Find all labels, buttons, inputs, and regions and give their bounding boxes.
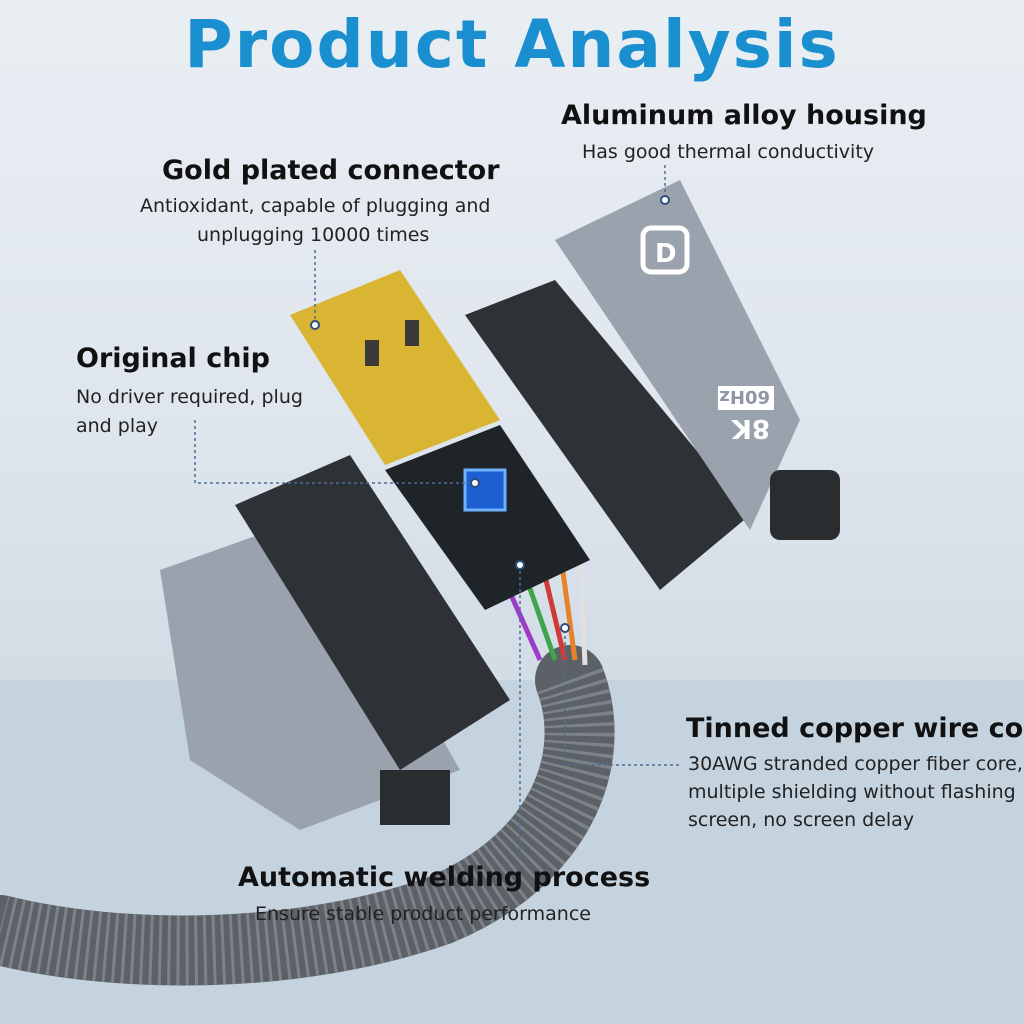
wire-heading: Tinned copper wire core (686, 713, 1024, 744)
connector-hole (365, 340, 379, 366)
page-title: Product Analysis (184, 6, 840, 83)
wire-desc-3: screen, no screen delay (688, 809, 915, 831)
displayport-logo-icon: D (640, 225, 690, 275)
lower-housing-inner-shell (235, 455, 510, 770)
refresh-marking: 60Hz (719, 386, 770, 407)
upper-housing-tab (770, 470, 840, 540)
lower-housing-aluminum (160, 520, 460, 830)
wire-desc-2: multiple shielding without flashing (688, 781, 1016, 803)
callout-dots (310, 195, 670, 633)
lower-housing-tab (380, 770, 450, 825)
welding-heading: Automatic welding process (238, 862, 651, 893)
chip-heading: Original chip (76, 343, 271, 374)
connector-desc-1: Antioxidant, capable of plugging and (140, 195, 491, 217)
connector-hole (405, 320, 419, 346)
connector-heading: Gold plated connector (162, 155, 500, 186)
braid-texture (0, 667, 615, 986)
wire-desc-1: 30AWG stranded copper fiber core, (688, 753, 1023, 775)
pcb-board (385, 425, 590, 610)
housing-heading: Aluminum alloy housing (561, 100, 927, 131)
chip (463, 468, 507, 512)
refresh-marking-bg (718, 386, 774, 410)
upper-housing-aluminum (555, 180, 800, 530)
housing-desc: Has good thermal conductivity (582, 141, 875, 163)
leader-lines (194, 165, 680, 855)
gold-plated-connector (290, 270, 500, 465)
welding-desc: Ensure stable product performance (255, 903, 591, 925)
chip-desc-2: and play (76, 415, 159, 437)
svg-text:D: D (655, 239, 677, 269)
connector-desc-2: unplugging 10000 times (197, 224, 430, 246)
upper-housing-inner-shell (465, 280, 750, 590)
resolution-marking: 8K (731, 413, 770, 443)
chip-desc-1: No driver required, plug (76, 386, 303, 408)
